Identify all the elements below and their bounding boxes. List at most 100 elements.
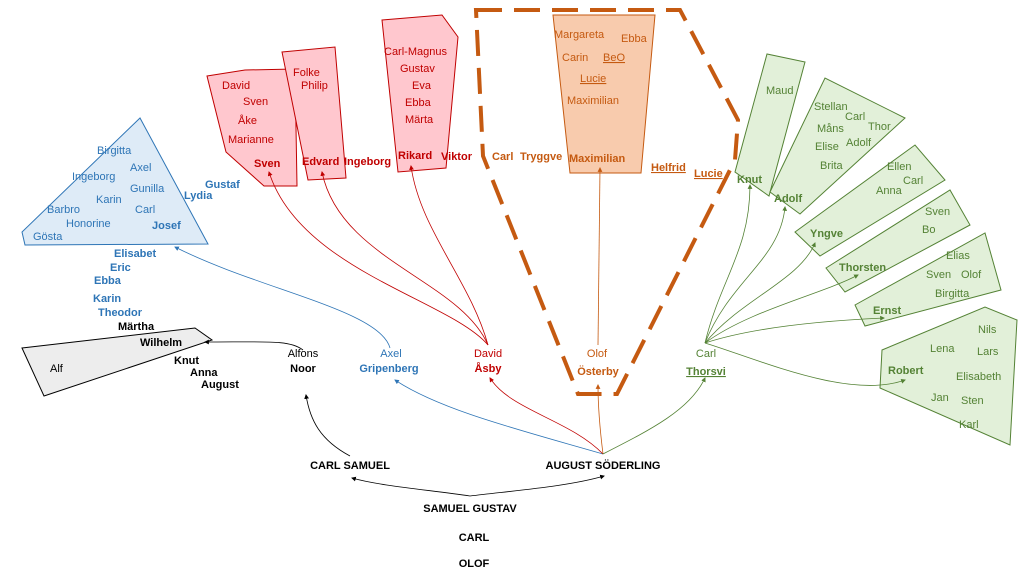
noor-child-4: Anna (190, 367, 218, 379)
gripenberg-group-member-2: Axel (130, 162, 151, 174)
sven-group-member-1: David (222, 80, 250, 92)
maximilian-group-member-4[interactable]: BeO (603, 52, 625, 64)
gripenberg-group-member-3: Ingeborg (72, 171, 115, 183)
maximilian-group-member-5[interactable]: Lucie (580, 73, 606, 85)
connector-thorsvi-to-ernst (704, 315, 885, 344)
thorsten-group-member-1: Sven (925, 206, 950, 218)
adolf-group-member-7: Brita (820, 160, 844, 172)
maximilian-group-member-1: Margareta (554, 29, 605, 41)
yngve-group-shape (794, 144, 946, 257)
ingeborg-label: Ingeborg (344, 156, 391, 168)
gripenberg-child-3: Ebba (94, 275, 122, 287)
yngve-group-member-2: Carl (903, 175, 923, 187)
connector-asby-to-rikard (409, 165, 489, 346)
yngve-group-member-1: Ellen (887, 161, 911, 173)
noor-child-3: Knut (174, 355, 199, 367)
gripenberg-outer-1: Gustaf (205, 179, 240, 191)
rikard-group-member-2: Gustav (400, 63, 435, 75)
david-label: David (474, 348, 502, 360)
knut-group-shape (734, 53, 806, 197)
knut-label: Knut (737, 174, 762, 186)
rikard-group-member-1: Carl-Magnus (384, 46, 447, 58)
connector-thorsvi-to-thorsten (704, 274, 859, 344)
connector-asby-to-edvard (320, 171, 489, 346)
carl-samuel-label: CARL SAMUEL (310, 460, 390, 472)
edvard-group-shape (281, 46, 347, 181)
noor-child-5: August (201, 379, 239, 391)
adolf-group-shape (769, 77, 906, 215)
edvard-group-member-2: Philip (301, 80, 328, 92)
gripenberg-child-4: Karin (93, 293, 121, 305)
samuel-gustav-label: SAMUEL GUSTAV (423, 503, 517, 515)
adolf-group-member-6: Adolf (846, 137, 872, 149)
robert-label: Robert (888, 365, 924, 377)
maximilian-group-member-3: Carin (562, 52, 588, 64)
connector-august-to-asby (489, 377, 604, 455)
adolf-group-member-2: Carl (845, 111, 865, 123)
olof-root-label: OLOF (459, 558, 490, 570)
connector-thorsvi-to-yngve (704, 242, 816, 344)
connector-thorsvi-to-knut (704, 184, 753, 344)
gripenberg-group-shape (21, 117, 209, 246)
ernst-group-member-3: Olof (961, 269, 982, 281)
connector-august-to-osterby (595, 384, 604, 455)
thorsten-group-member-2: Bo (922, 224, 935, 236)
tryggve-label: Tryggve (520, 151, 562, 163)
axel-label: Axel (380, 348, 401, 360)
robert-group-member-4: Elisabeth (956, 371, 1001, 383)
robert-group-shape (879, 306, 1018, 446)
gripenberg-group-member-6: Barbro (47, 204, 80, 216)
noor-label: Noor (290, 363, 316, 375)
edvard-group-member-1: Folke (293, 67, 320, 79)
gripenberg-group-member-5: Karin (96, 194, 122, 206)
adolf-group-member-4: Thor (868, 121, 891, 133)
yngve-group-member-3: Anna (876, 185, 903, 197)
sven-group-member-3: Åke (238, 114, 257, 127)
adolf-group-member-5: Elise (815, 141, 839, 153)
august-soderling-label: AUGUST SÖDERLING (546, 459, 661, 472)
maximilian-group-member-6: Maximilian (567, 95, 619, 107)
gripenberg-child-2: Eric (110, 262, 131, 274)
robert-group-member-7: Karl (959, 419, 979, 431)
connector-august-to-gripenberg (394, 379, 604, 455)
lucie-label[interactable]: Lucie (694, 168, 723, 180)
noor-group-member-1: Alf (50, 363, 64, 375)
connector-gripenberg-to-josef (174, 246, 391, 349)
olof-label: Olof (587, 348, 608, 360)
noor-child-2: Wilhelm (140, 337, 182, 349)
maximilian-group-member-2: Ebba (621, 33, 648, 45)
asby-label: Åsby (475, 362, 503, 375)
ernst-label: Ernst (873, 305, 901, 317)
robert-group-member-2: Lena (930, 343, 955, 355)
gripenberg-child-1: Elisabet (114, 248, 157, 260)
josef-label: Josef (152, 220, 181, 232)
noor-group-shape (21, 327, 214, 397)
adolf-group-member-1: Stellan (814, 101, 848, 113)
sven-group-member-4: Marianne (228, 134, 274, 146)
viktor-label: Viktor (441, 151, 473, 163)
gripenberg-group-member-8: Honorine (66, 218, 111, 230)
carl-thorsvi-label: Carl (696, 348, 716, 360)
ernst-group-member-1: Elias (946, 250, 970, 262)
rikard-group-shape (381, 14, 459, 173)
thorsten-label: Thorsten (839, 262, 886, 274)
carl-root-label: CARL (459, 532, 490, 544)
sven-label: Sven (254, 158, 281, 170)
connector-samuel-to-carl-samuel (351, 476, 471, 497)
connector-osterby-to-maximilian (597, 167, 603, 346)
thorsvi-label[interactable]: Thorsvi (686, 366, 726, 378)
robert-group-member-6: Sten (961, 395, 984, 407)
sven-group-shape (206, 68, 298, 187)
robert-group-member-5: Jan (931, 392, 949, 404)
rikard-group-member-3: Eva (412, 80, 432, 92)
gripenberg-group-member-9: Gösta (33, 231, 63, 243)
helfrid-label[interactable]: Helfrid (651, 162, 686, 174)
rikard-group-member-4: Ebba (405, 97, 432, 109)
gripenberg-group-member-7: Carl (135, 204, 155, 216)
noor-child-1: Märtha (118, 321, 155, 333)
yngve-label: Yngve (810, 228, 843, 240)
gripenberg-outer-2: Lydia (184, 190, 213, 202)
sven-group-member-2: Sven (243, 96, 268, 108)
connector-thorsvi-to-robert (704, 342, 906, 386)
robert-group-member-3: Lars (977, 346, 999, 358)
